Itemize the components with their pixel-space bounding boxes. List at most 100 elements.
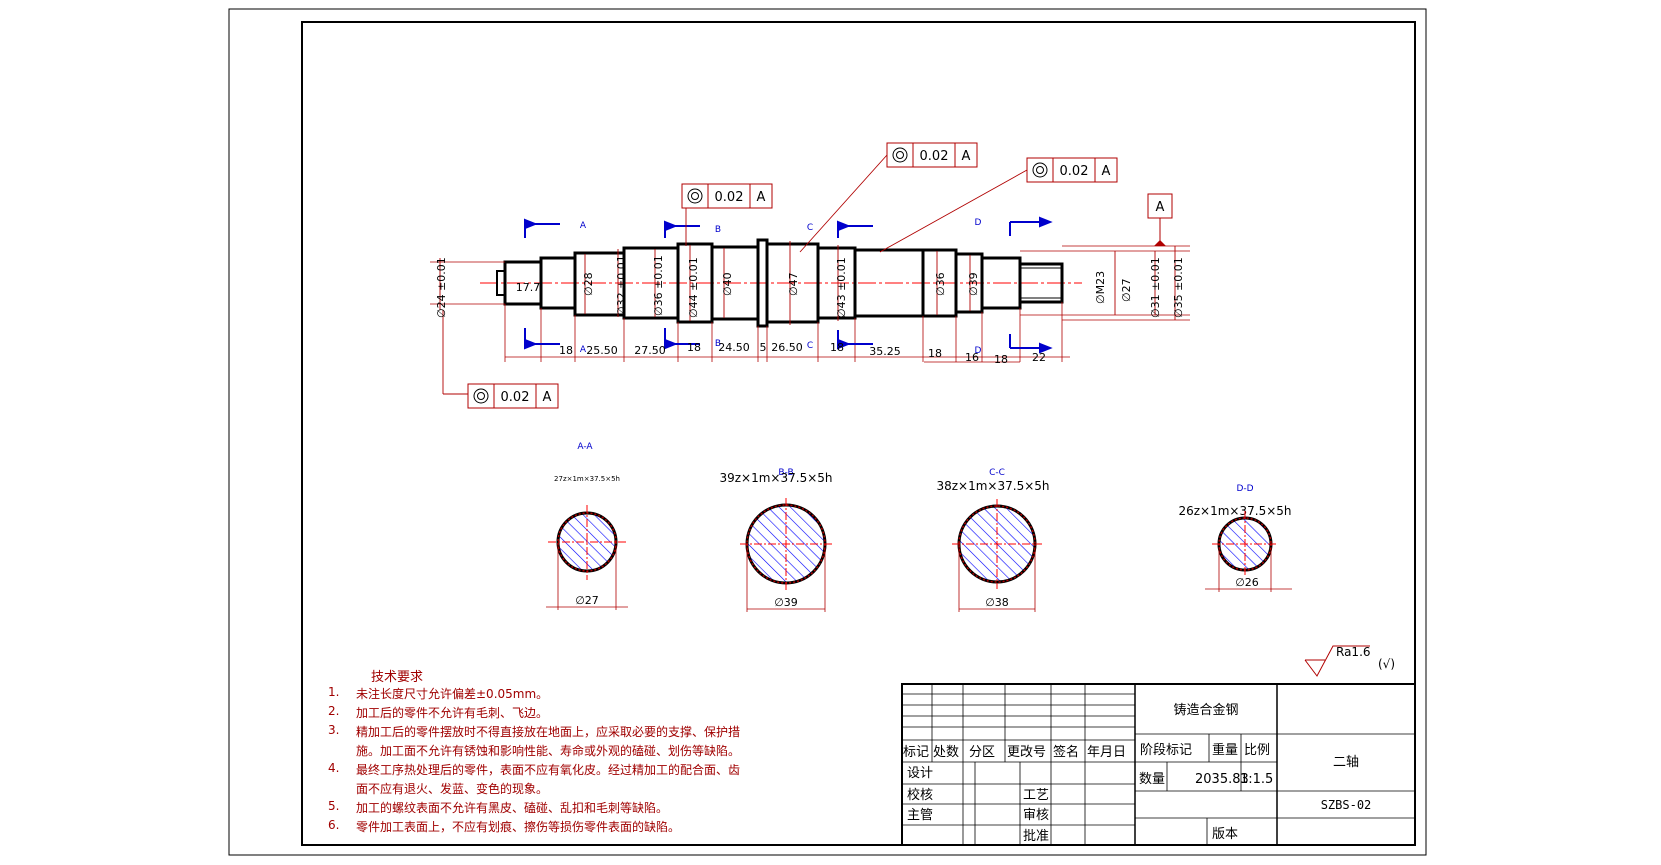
svg-text:0.02: 0.02: [501, 390, 530, 405]
length-label: 35.25: [869, 345, 901, 358]
title-block: [901, 683, 1416, 846]
section-view-d: D-D 26z×1m×37.5×5h ∅26: [1178, 484, 1292, 592]
tb-scale: 比例: [1244, 743, 1270, 758]
length-label: 26.50: [771, 341, 803, 354]
datum-triangle: [1154, 240, 1166, 246]
req-line: 零件加工表面上，不应有划痕、擦伤等损伤零件表面的缺陷。: [356, 820, 681, 834]
length-label: 16: [965, 351, 979, 364]
length-label: 5: [760, 341, 767, 354]
section-diameter: ∅27: [575, 594, 599, 607]
diameter-label: ∅43 ±0.01: [835, 257, 848, 318]
section-diameter: ∅39: [774, 596, 798, 609]
diameter-label: ∅M23: [1094, 271, 1107, 304]
roughness-value: Ra1.6: [1336, 645, 1371, 659]
gdt-frame: 0.02 A: [886, 142, 978, 168]
section-diameter: ∅26: [1235, 576, 1259, 589]
svg-text:A: A: [1102, 164, 1111, 179]
tb-part-name: 二轴: [1333, 755, 1359, 770]
section-title: B-B: [778, 468, 793, 478]
tb-approve: 批准: [1023, 829, 1049, 844]
tb-header: 更改号: [1007, 745, 1046, 760]
diameter-label: ∅28: [582, 272, 595, 296]
length-label: 22: [1032, 351, 1046, 364]
diameter-label: ∅40: [721, 272, 734, 296]
tb-drawing-no: SZBS-02: [1321, 798, 1372, 812]
req-num: 2.: [328, 704, 340, 718]
outer-border: [228, 8, 1427, 856]
diameter-label: ∅36 ±0.01: [652, 255, 665, 316]
tb-material: 铸造合金钢: [1173, 702, 1238, 718]
tb-design: 设计: [907, 766, 933, 781]
req-line: 精加工后的零件摆放时不得直接放在地面上，应采取必要的支撑、保护措: [356, 725, 741, 739]
length-label: 25.50: [586, 344, 618, 357]
req-line: 加工后的零件不允许有毛刺、飞边。: [356, 706, 549, 720]
length-label: 18: [928, 347, 942, 360]
section-title: A-A: [577, 442, 593, 452]
diameter-label: ∅32 ±0.01: [615, 255, 628, 316]
surface-finish-symbol: Ra1.6 (√): [1304, 645, 1395, 677]
tb-check: 校核: [907, 787, 933, 803]
req-line: 施。加工面不允许有锈蚀和影响性能、寿命或外观的磕碰、划伤等缺陷。: [356, 744, 741, 758]
diameter-label: ∅35 ±0.01: [1172, 257, 1185, 318]
req-num: 4.: [328, 761, 340, 775]
concentricity-icon: [473, 388, 489, 404]
concentricity-icon: [1032, 162, 1048, 178]
roughness-suffix: (√): [1378, 657, 1395, 671]
svg-text:0.02: 0.02: [1060, 164, 1089, 179]
tb-header: 年月日: [1087, 745, 1126, 760]
section-title: C-C: [989, 468, 1005, 478]
tb-process: 工艺: [1023, 788, 1049, 803]
diameter-label: ∅47: [787, 272, 800, 296]
diameter-label: ∅27: [1120, 278, 1133, 302]
tb-header: 处数: [933, 745, 959, 760]
tb-header: 标记: [903, 745, 929, 760]
tb-weight: 重量: [1212, 742, 1238, 758]
tb-header: 签名: [1053, 744, 1079, 760]
shaft-main-view: A A A B B C C D D: [430, 142, 1190, 409]
svg-text:0.02: 0.02: [715, 190, 744, 205]
tb-chief: 主管: [907, 808, 933, 823]
inner-border: [301, 21, 1416, 846]
req-line: 未注长度尺寸允许偏差±0.05mm。: [356, 687, 549, 701]
diameter-label: ∅39: [967, 272, 980, 296]
req-line: 面不应有退火、发蓝、变色的现象。: [356, 782, 549, 796]
diameter-label: ∅31 ±0.01: [1149, 257, 1162, 318]
diameter-label: ∅44 ±0.01: [687, 257, 700, 318]
tb-quantity: 数量: [1139, 772, 1165, 787]
length-label: 18: [830, 341, 844, 354]
tb-version: 版本: [1212, 827, 1238, 842]
req-num: 3.: [328, 723, 340, 737]
section-letter: B: [715, 339, 721, 349]
diameter-label: ∅36: [934, 272, 947, 296]
tb-weight-value: 2035.83: [1195, 772, 1249, 787]
gdt-frame: 0.02 A: [1026, 157, 1118, 183]
section-letter: B: [715, 225, 721, 235]
section-title: D-D: [1236, 484, 1253, 494]
datum-letter: A: [1156, 200, 1165, 215]
gdt-frame: 0.02 A: [467, 383, 559, 409]
section-letter: C: [807, 341, 813, 351]
gdt-frame: 0.02 A: [681, 183, 773, 209]
shaft-segment: [1018, 262, 1064, 304]
section-spec: 26z×1m×37.5×5h: [1178, 504, 1291, 518]
svg-text:0.02: 0.02: [920, 149, 949, 164]
section-letter: A: [580, 345, 587, 355]
length-label: 18: [994, 353, 1008, 366]
tb-stage-mark: 阶段标记: [1140, 743, 1192, 758]
section-letter: A: [580, 221, 587, 231]
section-view-a: A-A 27z×1m×37.5×5h ∅27: [546, 442, 628, 610]
section-letter: D: [975, 218, 982, 228]
diameter-label: ∅24 ±0.01: [435, 257, 448, 318]
svg-text:A: A: [962, 149, 971, 164]
req-num: 5.: [328, 799, 340, 813]
req-num: 1.: [328, 685, 340, 699]
tb-review: 审核: [1023, 808, 1049, 823]
shaft-end: [496, 270, 506, 296]
length-label: 24.50: [718, 341, 750, 354]
req-num: 6.: [328, 818, 340, 832]
svg-text:A: A: [543, 390, 552, 405]
section-view-b: B-B 39z×1m×37.5×5h ∅39: [719, 468, 833, 612]
concentricity-icon: [892, 147, 908, 163]
tb-header: 分区: [969, 745, 995, 760]
req-line: 加工的螺纹表面不允许有黑皮、磕碰、乱扣和毛刺等缺陷。: [356, 801, 669, 815]
